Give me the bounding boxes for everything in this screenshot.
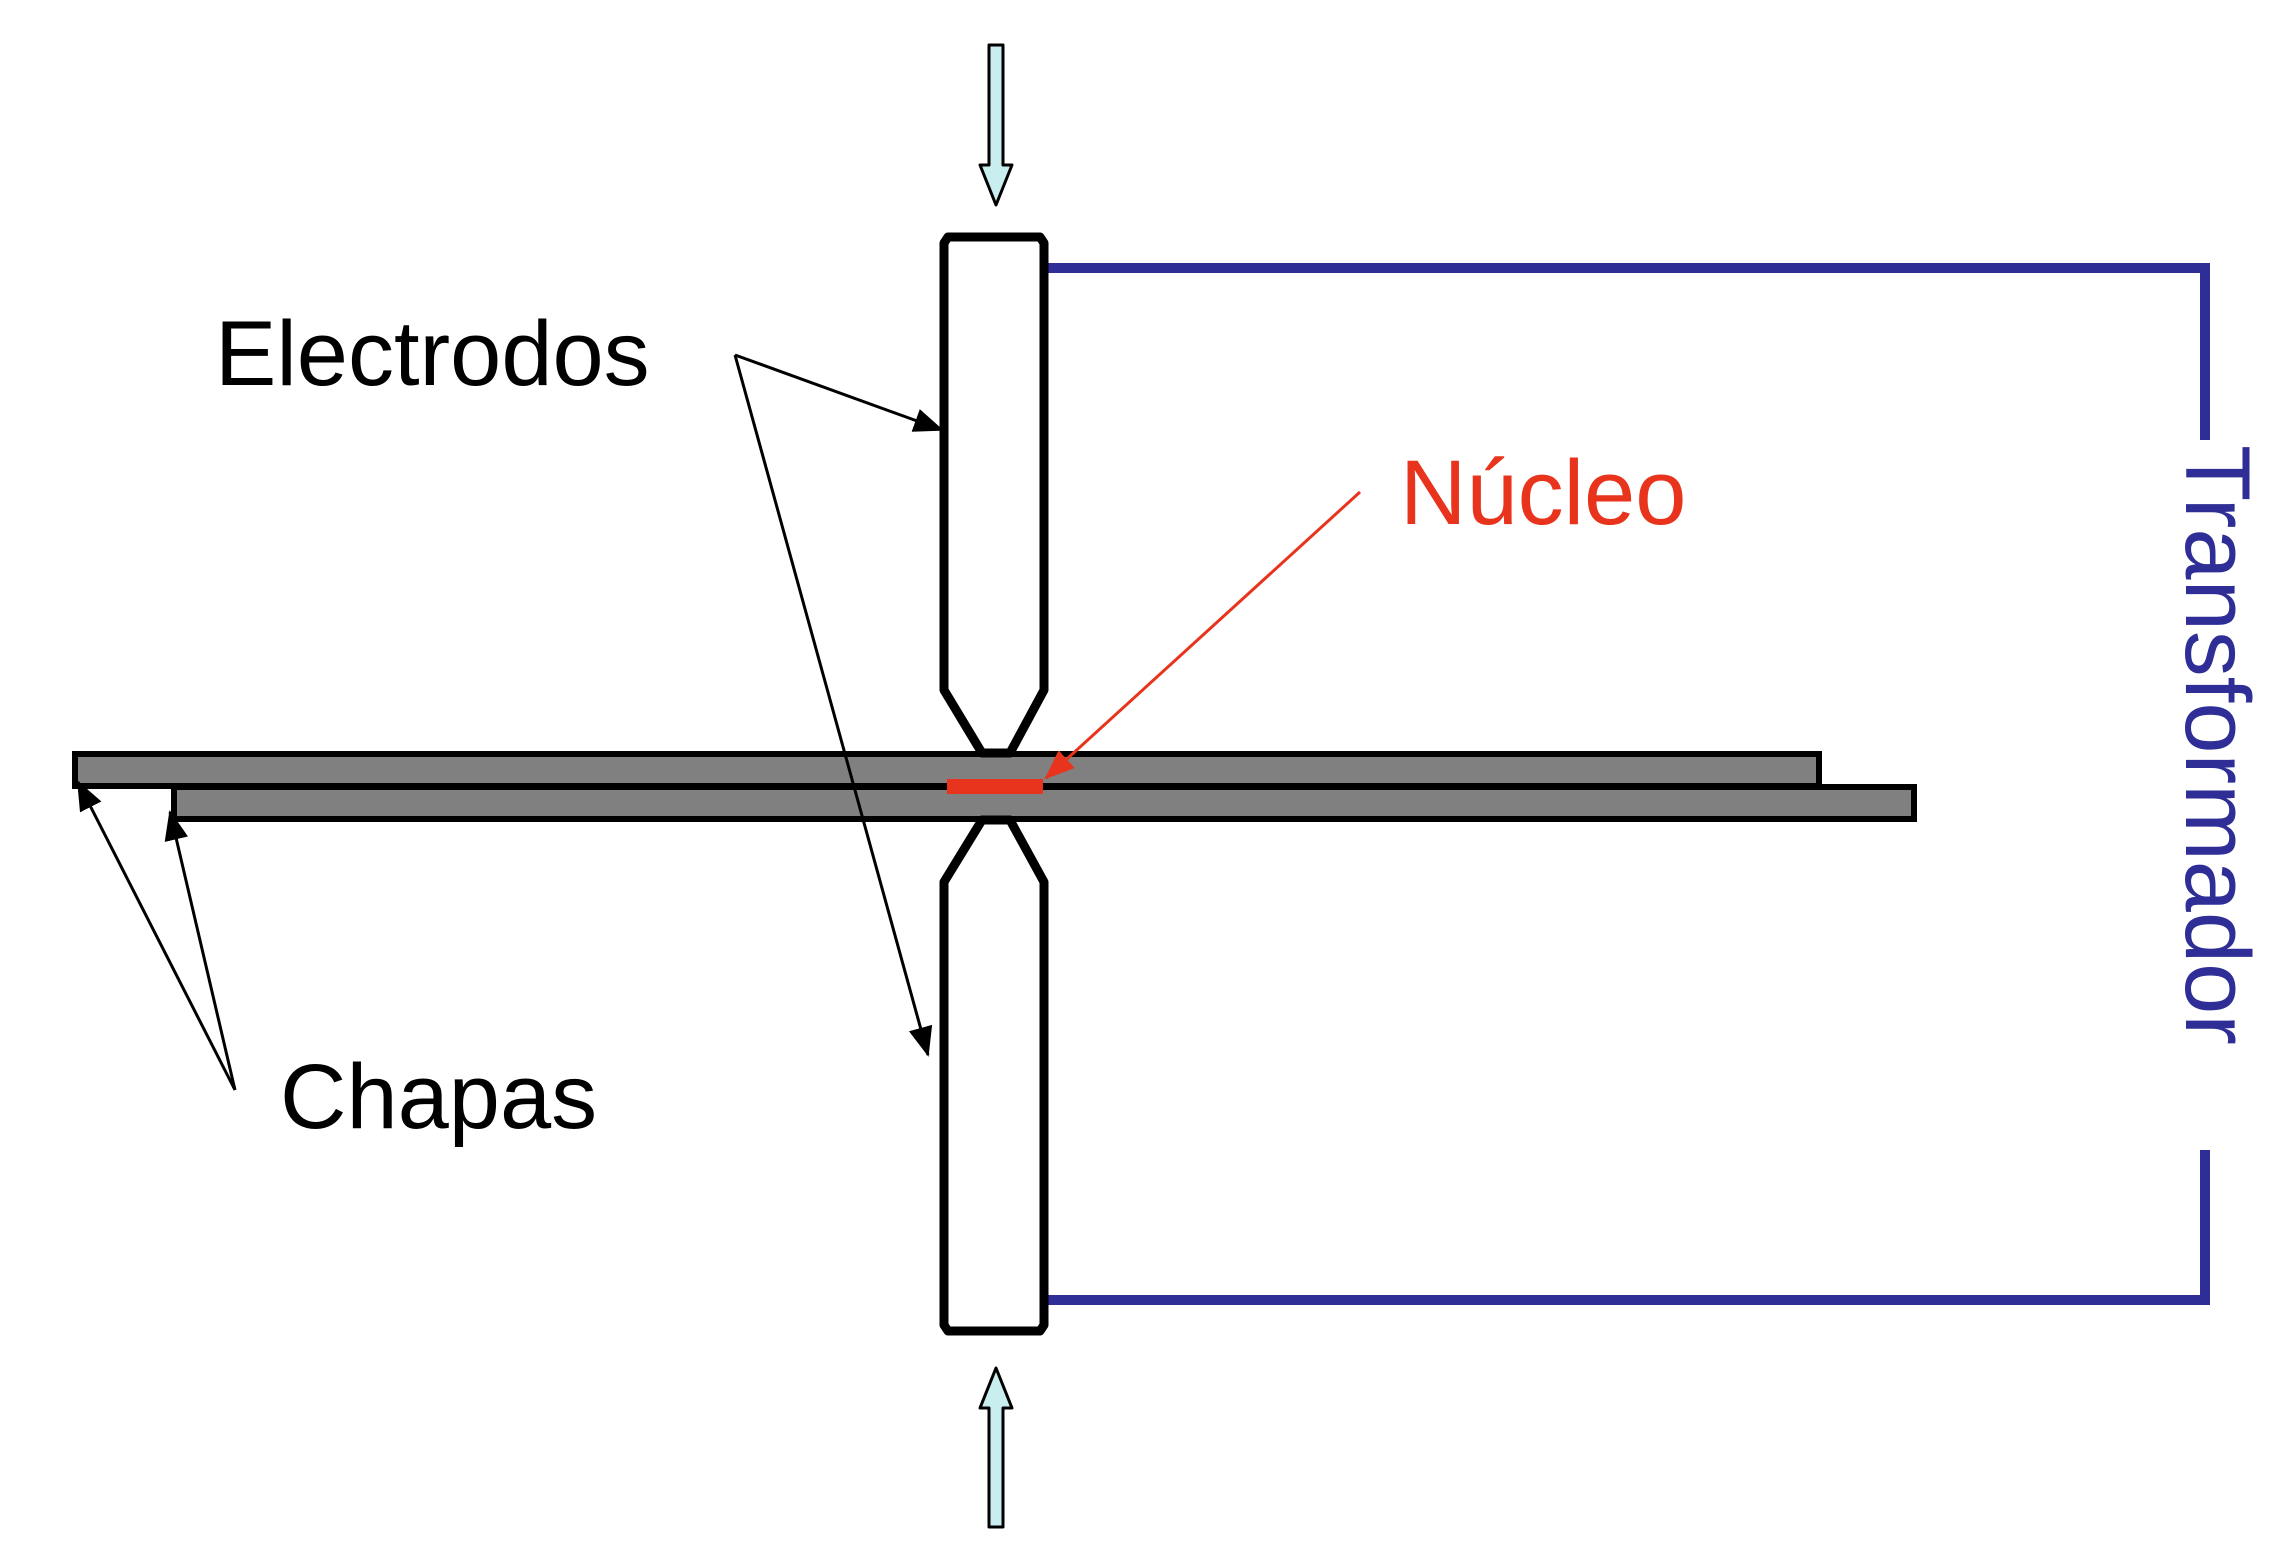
electrodes xyxy=(939,232,1049,1336)
electrodes-leaders xyxy=(733,353,944,1057)
lower-electrode xyxy=(939,815,1049,1336)
label-electrodes: Electrodos xyxy=(215,303,650,405)
sheets-leaders xyxy=(76,780,237,1091)
upper-electrode xyxy=(939,232,1049,758)
leader-lower-electrode xyxy=(733,354,933,1057)
leader-upper-electrode xyxy=(734,353,944,432)
sheets xyxy=(72,751,1917,822)
label-sheets: Chapas xyxy=(280,1046,597,1148)
leader-upper-sheet xyxy=(76,780,237,1091)
circuit-wire-bottom xyxy=(1044,1150,2210,1305)
transformer-circuit xyxy=(1044,263,2210,1305)
weld-nucleus xyxy=(947,779,1043,794)
force-arrow-up-icon xyxy=(978,1366,1014,1529)
leader-nucleus xyxy=(1044,490,1362,780)
leader-lower-sheet xyxy=(164,810,237,1091)
label-transformer: Transformador xyxy=(2166,445,2268,1045)
force-arrow-down-icon xyxy=(978,43,1014,207)
label-nucleus: Núcleo xyxy=(1400,442,1686,544)
circuit-wire-top xyxy=(1044,263,2210,440)
force-arrows xyxy=(978,43,1014,1529)
sheet-lower xyxy=(171,784,1917,822)
